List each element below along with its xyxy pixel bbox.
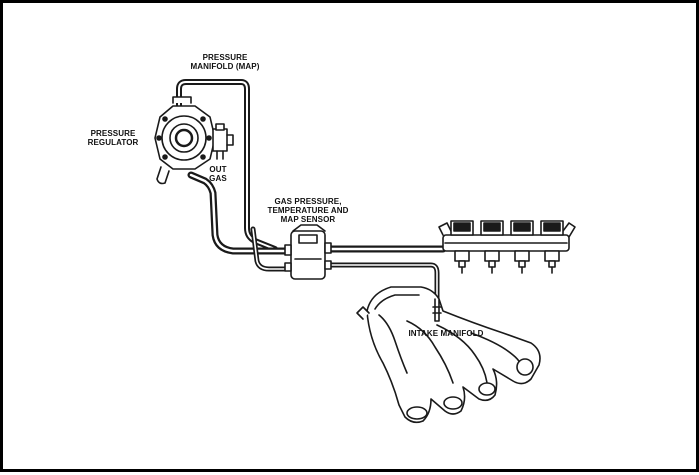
lpg-system-diagram (154, 79, 576, 424)
label-out-gas: OUT GAS (206, 165, 230, 183)
label-line: GAS PRESSURE, (274, 197, 342, 206)
label-intake-manifold: INTAKE MANIFOLD (401, 329, 491, 338)
intake-manifold (356, 286, 541, 424)
label-line: REGULATOR (87, 138, 139, 147)
label-line: PRESSURE (90, 129, 136, 138)
gas-pressure-temperature-map-sensor (284, 224, 332, 280)
label-pressure-manifold: PRESSURE MANIFOLD (MAP) (185, 53, 265, 71)
label-line: INTAKE MANIFOLD (408, 329, 484, 338)
gas-out-hose (187, 171, 447, 255)
label-sensor: GAS PRESSURE, TEMPERATURE AND MAP SENSOR (253, 197, 363, 224)
label-line: MAP SENSOR (280, 215, 336, 224)
injector-rail (438, 222, 576, 252)
sensor-to-intake-hose (250, 226, 440, 306)
label-pressure-regulator: PRESSURE REGULATOR (83, 129, 143, 147)
label-line: MANIFOLD (MAP) (190, 62, 260, 71)
injectors (450, 220, 564, 274)
map-pressure-hose (176, 79, 278, 252)
injector (450, 220, 474, 274)
label-line: OUT (209, 165, 227, 174)
pressure-regulator (154, 96, 234, 185)
injector (540, 220, 564, 274)
label-line: TEMPERATURE AND (267, 206, 349, 215)
injector (510, 220, 534, 274)
injector (480, 220, 504, 274)
label-line: PRESSURE (202, 53, 248, 62)
label-line: GAS (209, 174, 227, 183)
